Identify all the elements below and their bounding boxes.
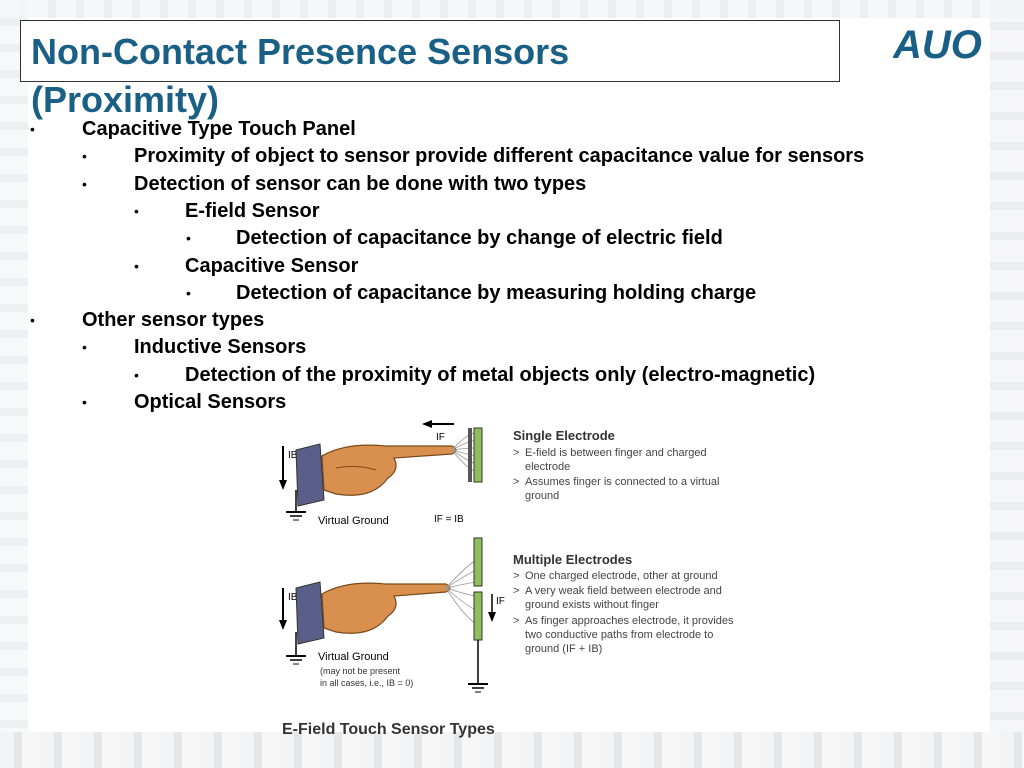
pointing-hand-icon (321, 444, 457, 496)
bullet-item-level-2: Inductive Sensors (134, 336, 307, 359)
charged-electrode (473, 537, 483, 587)
single-ground-label: Virtual Ground (318, 515, 389, 527)
svg-text:> One charged electrode,: > One charged electrode, other at ground… (513, 570, 737, 655)
multi-if-label: IF (496, 596, 505, 607)
logo-text: AUO (893, 24, 982, 64)
single-point-2b: ground (525, 490, 559, 502)
svg-text:> E-field is between fin: > E-field is between finger and charged … (513, 447, 723, 502)
bullet-item-level-3: E-field Sensor (185, 199, 320, 222)
single-point-1b: electrode (525, 461, 570, 473)
bullet-marker: • (82, 175, 87, 192)
multi-heading: Multiple Electrodes (513, 552, 632, 567)
e-field-sensor-figure: IF IB Virtual Ground IF = IB Single Elec… (279, 420, 737, 738)
bullet-marker: • (134, 202, 139, 219)
bullet-marker: • (186, 230, 191, 247)
bullet-item-level-1: Other sensor types (82, 309, 265, 332)
background-stripes-left (0, 0, 28, 768)
bullet-marker: • (82, 394, 87, 410)
bullet-item-level-4: Detection of capacitance by change of el… (236, 227, 723, 250)
bullet-marker: • (134, 366, 139, 383)
background-stripes-right (990, 0, 1024, 768)
svg-text:(may not be present in a: (may not be present in all cases, i.e., … (320, 666, 413, 688)
single-electrode (473, 427, 483, 483)
single-current-equation: IF = IB (434, 514, 464, 525)
single-point-1a: E-field is between finger and charged (525, 447, 707, 459)
bullet-marker: • (134, 257, 139, 274)
bullet-item-level-2: Proximity of object to sensor provide di… (134, 145, 865, 168)
multiple-electrodes-panel: IB IF Virtual Ground (may not be present… (279, 537, 737, 693)
ground-electrode (473, 591, 483, 641)
slide-title: Non-Contact Presence Sensors (Proximity) (31, 31, 570, 120)
bullet-item-level-3: Detection of the proximity of metal obje… (185, 363, 816, 386)
bullet-marker: • (30, 312, 35, 329)
single-if-label: IF (436, 432, 445, 443)
single-ib-label: IB (288, 450, 298, 461)
title-box (20, 20, 840, 82)
bullet-item-level-3: Capacitive Sensor (185, 254, 359, 277)
bullet-marker: • (82, 339, 87, 356)
bullet-marker: • (186, 284, 191, 301)
pointing-hand-icon-2 (321, 582, 451, 634)
bullet-marker: • (82, 148, 87, 165)
figure-caption: E-Field Touch Sensor Types (282, 721, 495, 738)
multi-ib-label: IB (288, 592, 298, 603)
background-stripes-top (0, 0, 1024, 18)
bullet-item-level-2: Detection of sensor can be done with two… (134, 172, 587, 195)
auo-logo: AUO (893, 24, 982, 64)
bullet-marker: • (30, 121, 35, 137)
multi-ground-label: Virtual Ground (318, 651, 389, 663)
single-heading: Single Electrode (513, 428, 615, 443)
background-stripes-bottom (0, 732, 1024, 768)
bullet-item-level-2: Optical Sensors (134, 391, 287, 413)
bullet-item-level-1: Capacitive Type Touch Panel (82, 118, 356, 140)
single-electrode-panel: IF IB Virtual Ground IF = IB Single Elec… (279, 420, 723, 527)
bullet-item-level-4: Detection of capacitance by measuring ho… (236, 281, 757, 304)
single-point-2a: Assumes finger is connected to a virtual (525, 476, 719, 488)
